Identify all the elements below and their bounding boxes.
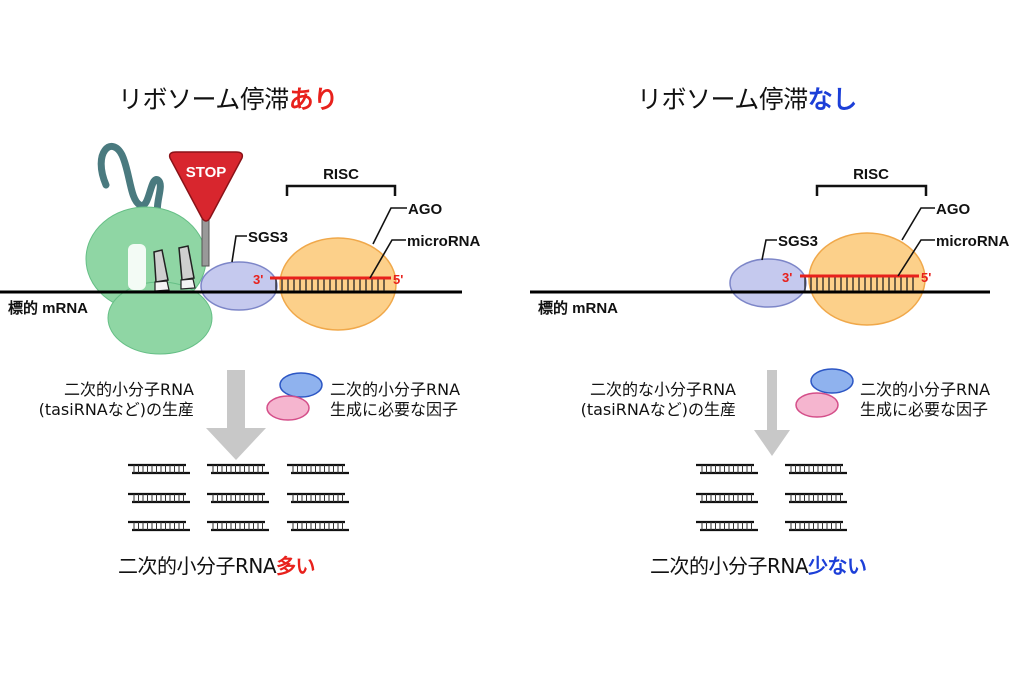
- small-rna-duplex: [207, 463, 269, 475]
- risc-label: RISC: [853, 166, 889, 183]
- factor-pink-protein: [795, 392, 839, 418]
- production-line-2: (tasiRNAなど)の生産: [580, 400, 736, 419]
- microrna-leader-line: [369, 239, 406, 279]
- risc-ago-complex: [808, 232, 926, 326]
- small-rna-duplex: [785, 492, 847, 504]
- caption-prefix: 二次的小分子RNA: [650, 554, 809, 578]
- stop-sign: STOP: [168, 151, 244, 222]
- target-mrna-label: 標的 mRNA: [8, 299, 88, 317]
- sgs3-leader-line: [231, 235, 247, 263]
- risc-label: RISC: [323, 166, 359, 183]
- ago-label: AGO: [936, 201, 971, 218]
- small-rna-duplex: [696, 520, 758, 532]
- caption-accent-many: 多い: [276, 554, 316, 578]
- factor-line-2: 生成に必要な因子: [860, 400, 989, 419]
- small-rna-duplex: [207, 520, 269, 532]
- caption-result-many: 二次的小分子RNA多い: [118, 550, 316, 579]
- heading-accent-absent: なし: [807, 85, 858, 114]
- three-prime-label: 3': [782, 270, 792, 285]
- factor-line-2: 生成に必要な因子: [330, 400, 459, 419]
- small-rna-duplex: [287, 520, 349, 532]
- sgs3-protein: [200, 261, 278, 311]
- production-line-2: (tasiRNAなど)の生産: [38, 400, 194, 419]
- small-rna-duplex: [696, 492, 758, 504]
- production-arrow: [206, 370, 266, 460]
- factor-blue-protein: [279, 372, 323, 398]
- caption-prefix: 二次的小分子RNA: [118, 554, 277, 578]
- production-arrow: [754, 370, 790, 456]
- panel-with-ribosome-stalling: リボソーム停滞あり STOP: [0, 80, 481, 579]
- small-rna-duplex: [128, 492, 190, 504]
- small-rna-duplex-group: [128, 463, 349, 532]
- small-rna-duplex: [128, 520, 190, 532]
- caption-accent-few: 少ない: [808, 554, 867, 578]
- heading-prefix: リボソーム停滞: [637, 85, 808, 114]
- left-diagram-graphic: STOP 3' 5' RISC AGO microRNA SGS3 標的 mRN…: [0, 143, 481, 532]
- ago-leader-line: [372, 207, 407, 245]
- microrna-label: microRNA: [407, 233, 481, 250]
- production-line-1: 二次的な小分子RNA: [589, 380, 736, 399]
- sgs3-label: SGS3: [248, 229, 288, 246]
- base-pair-ticks: [804, 277, 914, 291]
- production-line-1: 二次的小分子RNA: [63, 380, 194, 399]
- base-pair-ticks: [275, 279, 385, 291]
- factor-note: 二次的小分子RNA 生成に必要な因子: [330, 380, 460, 420]
- heading-stalling-present: リボソーム停滞あり: [118, 80, 338, 116]
- factor-line-1: 二次的小分子RNA: [330, 380, 461, 399]
- heading-prefix: リボソーム停滞: [118, 85, 289, 114]
- factor-blue-protein: [810, 368, 854, 394]
- risc-ago-complex: [279, 237, 397, 331]
- five-prime-label: 5': [393, 272, 403, 287]
- small-rna-duplex: [128, 463, 190, 475]
- small-rna-duplex: [207, 492, 269, 504]
- small-rna-duplex: [785, 520, 847, 532]
- microrna-leader-line: [897, 239, 935, 277]
- target-mrna-label: 標的 mRNA: [538, 299, 618, 317]
- sgs3-protein: [729, 258, 807, 308]
- trna-right: [178, 245, 196, 290]
- three-prime-label: 3': [253, 272, 263, 287]
- microrna-label: microRNA: [936, 233, 1010, 250]
- small-rna-duplex: [287, 463, 349, 475]
- caption-result-few: 二次的小分子RNA少ない: [650, 550, 867, 579]
- factor-pink-protein: [266, 395, 310, 421]
- heading-stalling-absent: リボソーム停滞なし: [637, 80, 857, 116]
- small-rna-duplex: [785, 463, 847, 475]
- trna-left: [153, 249, 170, 292]
- risc-bracket: [815, 184, 928, 196]
- factor-note: 二次的小分子RNA 生成に必要な因子: [860, 380, 990, 420]
- production-note: 二次的小分子RNA (tasiRNAなど)の生産: [30, 380, 194, 420]
- stop-sign-label: STOP: [186, 164, 227, 181]
- panel-without-ribosome-stalling: リボソーム停滞なし 3' 5' RISC AGO microRNA SGS3 標…: [512, 0, 1024, 683]
- small-rna-duplex-group: [696, 463, 847, 532]
- right-diagram-graphic: 3' 5' RISC AGO microRNA SGS3 標的 mRNA: [530, 166, 1010, 532]
- ago-label: AGO: [408, 201, 443, 218]
- small-rna-duplex: [696, 463, 758, 475]
- sgs3-leader-line: [761, 239, 777, 261]
- heading-accent-present: あり: [288, 85, 339, 114]
- five-prime-label: 5': [921, 270, 931, 285]
- factor-line-1: 二次的小分子RNA: [860, 380, 991, 399]
- sgs3-label: SGS3: [778, 233, 818, 250]
- ago-leader-line: [901, 207, 935, 241]
- small-rna-duplex: [287, 492, 349, 504]
- risc-bracket: [285, 184, 397, 196]
- production-note: 二次的な小分子RNA (tasiRNAなど)の生産: [552, 380, 736, 420]
- ribosome-channel: [128, 244, 146, 290]
